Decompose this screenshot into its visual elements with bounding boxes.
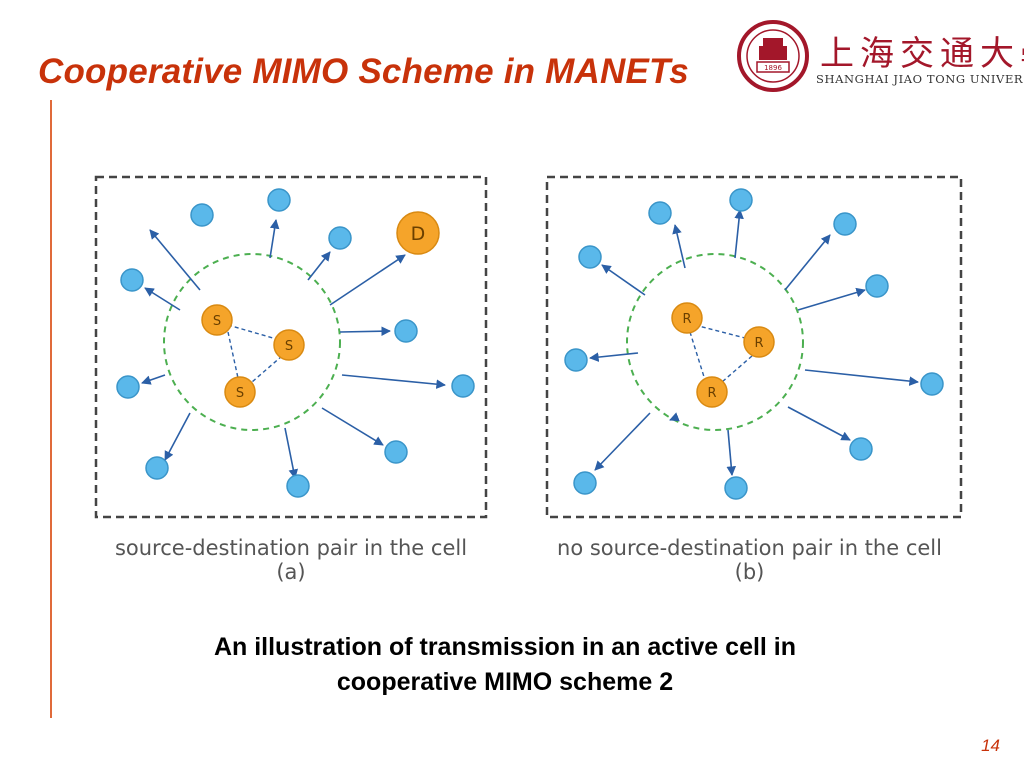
panel-b-label: (b) — [734, 560, 765, 584]
panel-b-cell-boundary — [626, 253, 804, 431]
figure-caption-line-2: cooperative MIMO scheme 2 — [336, 668, 674, 696]
panel-a-caption-text: source-destination pair in the cell — [114, 536, 468, 560]
panel-b-outer-nodes — [564, 188, 944, 500]
page-number: 14 — [981, 736, 1000, 755]
panel-a-cell-boundary — [163, 253, 341, 431]
figure-caption-line-1: An illustration of transmission in an ac… — [213, 633, 797, 661]
svg-text:R: R — [754, 336, 763, 351]
figure-caption: An illustration of transmission in an ac… — [110, 630, 900, 700]
svg-text:S: S — [285, 339, 293, 354]
panel-a-source-nodes: S S S — [201, 304, 305, 408]
panel-b-cluster-links — [689, 324, 753, 383]
panel-a-destination-label: D — [411, 223, 426, 245]
svg-text:S: S — [213, 314, 221, 329]
panel-b-caption-text: no source-destination pair in the cell — [557, 536, 942, 560]
panel-b-relay-nodes: R R R — [671, 302, 775, 408]
panel-b-links — [589, 209, 919, 476]
panel-a-label: (a) — [276, 560, 306, 584]
panel-a-links — [141, 219, 446, 479]
panel-a-caption: source-destination pair in the cell (a) — [92, 536, 490, 584]
university-chinese-name: 上海交通大學 — [820, 34, 1024, 74]
slide-title: Cooperative MIMO Scheme in MANETs — [38, 52, 689, 91]
svg-text:R: R — [682, 312, 691, 327]
cooperative-mimo-diagram: D S S S — [94, 175, 963, 519]
university-seal-logo: 1896 — [737, 20, 809, 92]
panel-b: R R R — [545, 175, 963, 519]
accent-divider — [50, 100, 52, 718]
university-english-name: SHANGHAI JIAO TONG UNIVERSITY — [816, 72, 1024, 86]
panel-a-destination-node — [396, 211, 440, 255]
svg-text:R: R — [707, 386, 716, 401]
panel-a-cluster-links — [227, 324, 283, 383]
svg-text:1896: 1896 — [764, 64, 782, 72]
panel-b-caption: no source-destination pair in the cell (… — [532, 536, 967, 584]
svg-text:S: S — [236, 386, 244, 401]
panel-a-outer-nodes — [116, 188, 475, 498]
panel-a-frame — [94, 175, 488, 519]
panel-a: D S S S — [94, 175, 488, 519]
